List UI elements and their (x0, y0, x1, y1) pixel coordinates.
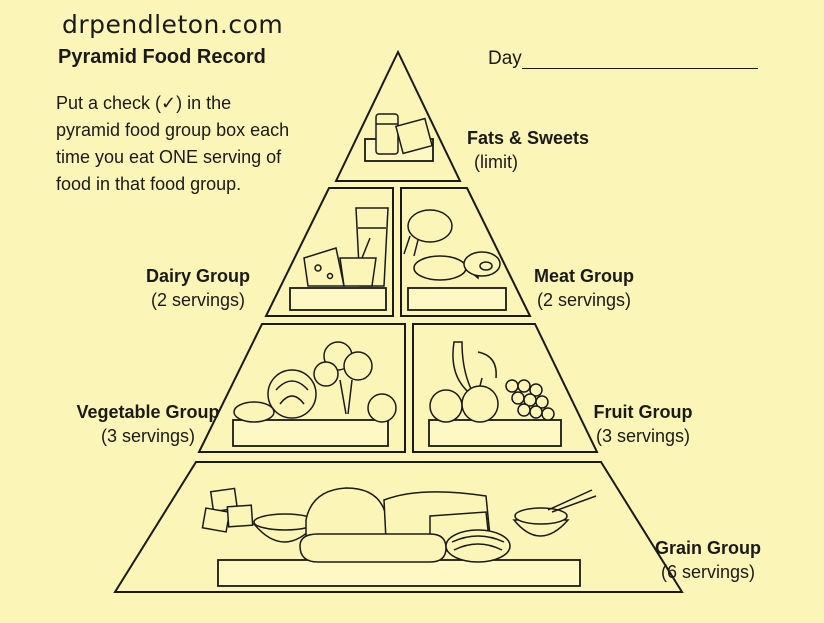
day-input-line[interactable] (522, 68, 758, 69)
dairy-label: Dairy Group (2 servings) (128, 264, 268, 312)
lettuce-icon (267, 369, 317, 419)
steak-icon (463, 251, 501, 277)
day-label: Day (488, 48, 522, 69)
dairy-servings: (2 servings) (150, 290, 246, 310)
chicken-icon (403, 209, 453, 257)
meat-servings: (2 servings) (536, 290, 632, 310)
grain-label: Grain Group (6 servings) (648, 536, 768, 584)
apple-icon (429, 377, 499, 423)
instructions-text: Put a check (✓) in the pyramid food grou… (56, 93, 290, 194)
grain-servings: (6 servings) (660, 562, 756, 582)
vegetable-name: Vegetable Group (76, 402, 220, 422)
vegetable-tier (197, 323, 406, 453)
rice-bowl-icon (512, 489, 597, 537)
fats-sweets-tier (334, 49, 462, 182)
grapes-icon (505, 379, 555, 421)
fruit-label: Fruit Group (3 servings) (578, 400, 708, 448)
dairy-tier (264, 187, 394, 317)
fruit-checkbox (428, 419, 562, 447)
grain-checkbox (217, 559, 581, 587)
page-title: Pyramid Food Record (58, 46, 266, 68)
dairy-name: Dairy Group (145, 266, 251, 286)
dairy-checkbox (289, 287, 387, 311)
potato-icon (233, 401, 275, 423)
grain-name: Grain Group (654, 538, 761, 558)
food-illustrations (201, 113, 597, 563)
watermark: drpendleton.com (62, 10, 284, 39)
yogurt-cup-icon (339, 237, 377, 287)
fruit-servings: (3 servings) (595, 426, 691, 446)
tomato-icon (367, 393, 397, 423)
fats-sweets-name: Fats & Sweets (466, 128, 590, 148)
meat-tier (400, 187, 532, 317)
broccoli-icon (313, 341, 373, 415)
cereal-bowl-icon (252, 513, 318, 543)
meat-label: Meat Group (2 servings) (514, 264, 654, 312)
fats-sweets-label: Fats & Sweets (limit) (458, 126, 598, 174)
meat-name: Meat Group (533, 266, 634, 286)
fats-sweets-servings: (limit) (474, 152, 518, 172)
baguette-icon (299, 533, 447, 563)
cheese-icon (303, 247, 345, 287)
pasta-icon (445, 529, 511, 563)
vegetable-label: Vegetable Group (3 servings) (70, 400, 226, 448)
meat-checkbox (407, 287, 507, 311)
grain-tier (113, 461, 684, 593)
vegetable-servings: (3 servings) (100, 426, 196, 446)
vegetable-checkbox (232, 419, 389, 447)
crackers-icon (201, 487, 254, 533)
fruit-tier (412, 323, 599, 453)
fruit-name: Fruit Group (593, 402, 693, 422)
soda-can-icon (375, 113, 434, 155)
